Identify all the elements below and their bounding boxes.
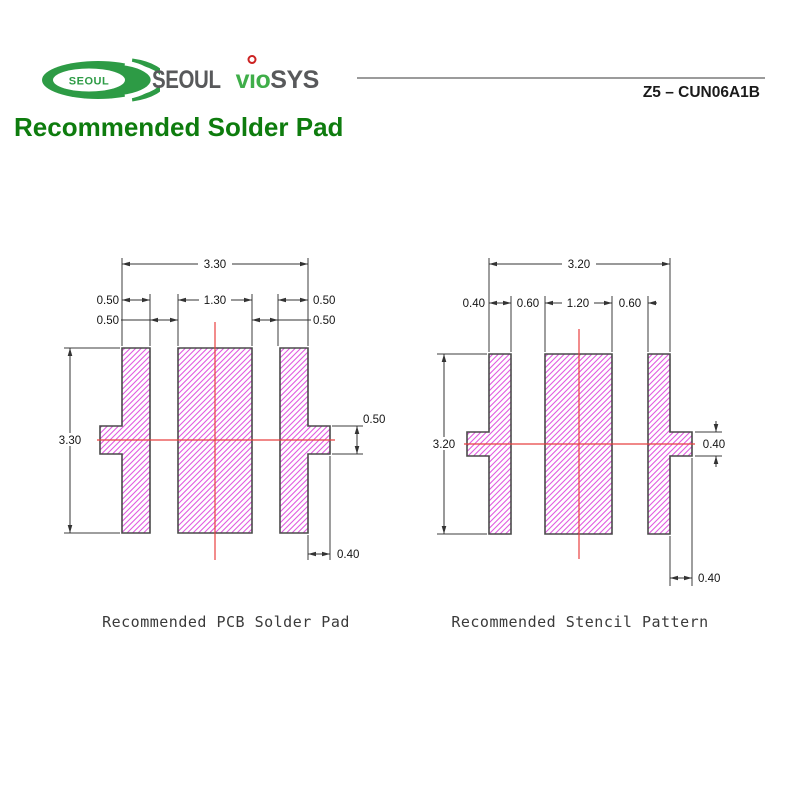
svg-text:0.50: 0.50 <box>313 315 335 327</box>
dim-overall-width: 3.20 <box>489 257 670 271</box>
svg-text:3.20: 3.20 <box>568 259 590 271</box>
stencil-pattern-diagram: 3.20 0.40 0.60 1.20 0.60 3.20 <box>427 257 725 586</box>
stencil-pattern-caption: Recommended Stencil Pattern <box>451 613 709 631</box>
svg-text:0.40: 0.40 <box>463 298 485 310</box>
dim-pad-widths: 0.50 1.30 0.50 <box>97 294 335 307</box>
svg-text:0.40: 0.40 <box>703 439 725 451</box>
dim-notch-width: 0.40 <box>670 573 720 585</box>
dim-overall-width: 3.30 <box>122 257 308 271</box>
brand-v-text: v <box>235 66 250 94</box>
dim-notch-height: 0.50 <box>354 414 385 454</box>
svg-text:0.40: 0.40 <box>698 573 720 585</box>
brand-i-text: ı <box>247 55 257 98</box>
dim-widths-row: 0.40 0.60 1.20 0.60 <box>463 297 657 310</box>
svg-text:0.50: 0.50 <box>313 295 335 307</box>
dim-notch-height: 0.40 <box>703 421 725 467</box>
svg-text:0.50: 0.50 <box>97 315 119 327</box>
svg-text:0.50: 0.50 <box>363 414 385 426</box>
svg-text:0.50: 0.50 <box>97 295 119 307</box>
brand-o-text: o <box>255 66 271 94</box>
dim-overall-height: 3.20 <box>427 354 461 534</box>
svg-text:3.30: 3.30 <box>59 435 81 447</box>
svg-text:1.30: 1.30 <box>204 295 226 307</box>
svg-text:3.30: 3.30 <box>204 259 226 271</box>
brand-sys-text: SYS <box>270 66 319 94</box>
part-number: Z5 – CUN06A1B <box>642 84 760 101</box>
brand-seoul-text: SEOUL <box>152 66 221 94</box>
dim-gaps: 0.50 0.50 <box>97 315 336 327</box>
dim-notch-width: 0.40 <box>308 549 359 561</box>
red-ring-icon <box>247 55 257 64</box>
svg-text:1.20: 1.20 <box>567 298 589 310</box>
pcb-solder-pad-diagram: 3.30 0.50 1.30 0.50 0.50 0.50 <box>53 257 385 561</box>
pcb-solder-pad-caption: Recommended PCB Solder Pad <box>102 613 350 631</box>
svg-text:3.20: 3.20 <box>433 439 455 451</box>
logo-oval-text: SEOUL <box>69 76 109 88</box>
svg-text:0.40: 0.40 <box>337 549 359 561</box>
extension-lines <box>437 258 722 586</box>
svg-text:0.60: 0.60 <box>517 298 539 310</box>
header-divider <box>357 77 765 79</box>
page-title: Recommended Solder Pad <box>14 112 344 142</box>
dim-overall-height: 3.30 <box>53 348 87 533</box>
svg-text:0.60: 0.60 <box>619 298 641 310</box>
